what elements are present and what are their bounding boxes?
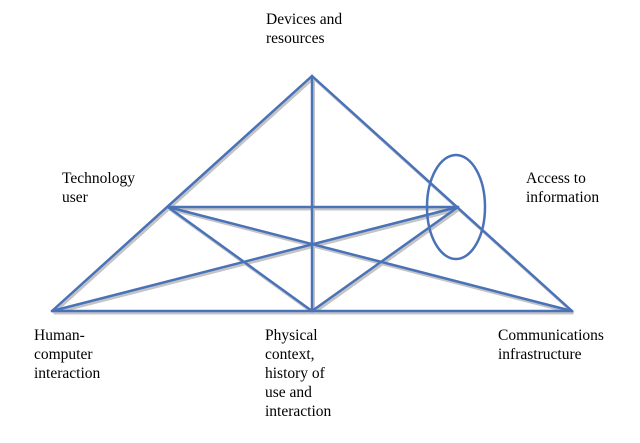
edges xyxy=(50,74,574,313)
edge-techuser-communications-shadow xyxy=(169,207,574,315)
edge-hci-access xyxy=(50,205,460,313)
node-label-physical-context: Physical context, history of use and int… xyxy=(265,327,332,420)
node-label-human-computer-interaction: Human- computer interaction xyxy=(34,327,101,382)
node-label-technology-user: Technology user xyxy=(62,170,135,206)
edge-physical-access-shadow xyxy=(312,207,461,315)
node-label-communications-infrastructure: Communications infrastructure xyxy=(498,327,604,363)
edge-techuser-physical xyxy=(166,205,314,313)
edge-techuser-communications xyxy=(166,205,574,313)
access-highlight-ellipse xyxy=(425,153,487,261)
edge-devices-communications xyxy=(310,74,574,313)
node-label-access-to-information: Access to information xyxy=(526,170,600,206)
edge-hci-devices xyxy=(50,74,314,313)
edge-hci-access-shadow xyxy=(53,207,460,315)
edge-physical-access xyxy=(310,205,460,313)
node-label-devices-and-resources: Devices and resources xyxy=(266,11,343,47)
edge-hci-devices-shadow xyxy=(52,76,315,315)
